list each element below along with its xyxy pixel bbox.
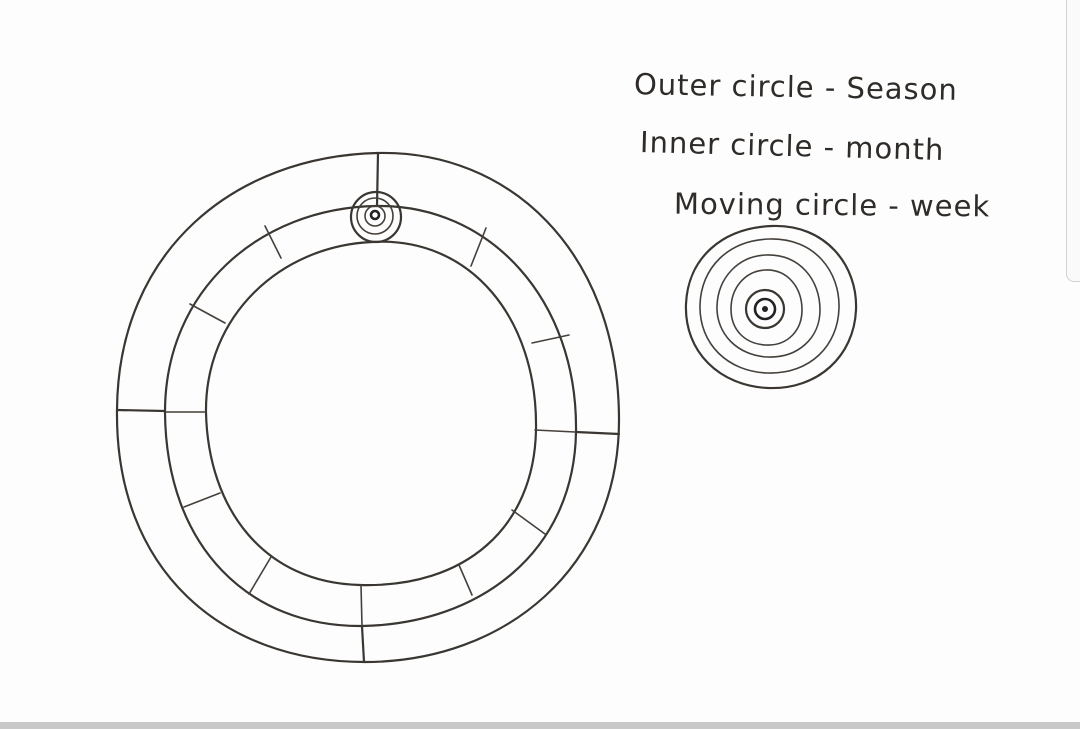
legend: Outer circle - Season Inner circle - mon… (630, 62, 1050, 232)
month-divider (248, 556, 272, 595)
outer-circle-inner-edge (163, 204, 578, 628)
month-divider (264, 225, 282, 259)
bottom-divider (0, 722, 1080, 729)
month-divider (531, 334, 570, 344)
moving-circle-detail (684, 224, 858, 390)
season-divider (115, 408, 167, 413)
scroll-edge[interactable] (1066, 0, 1080, 282)
month-divider (360, 584, 363, 627)
month-divider (511, 509, 546, 535)
month-divider (189, 303, 226, 324)
month-divider (534, 429, 576, 433)
moving-circle-on-ring (349, 190, 403, 244)
month-dividers (165, 225, 576, 627)
season-dividers (115, 151, 621, 664)
season-divider (574, 430, 621, 436)
month-divider (458, 564, 473, 596)
month-divider (470, 227, 487, 267)
season-divider (375, 151, 380, 208)
inner-circle-inner-edge (204, 240, 538, 587)
legend-outer-circle: Outer circle - Season (633, 67, 959, 107)
month-divider (183, 492, 221, 508)
legend-moving-circle: Moving circle - week (673, 186, 991, 224)
legend-inner-circle: Inner circle - month (639, 125, 945, 167)
season-divider (360, 624, 366, 664)
